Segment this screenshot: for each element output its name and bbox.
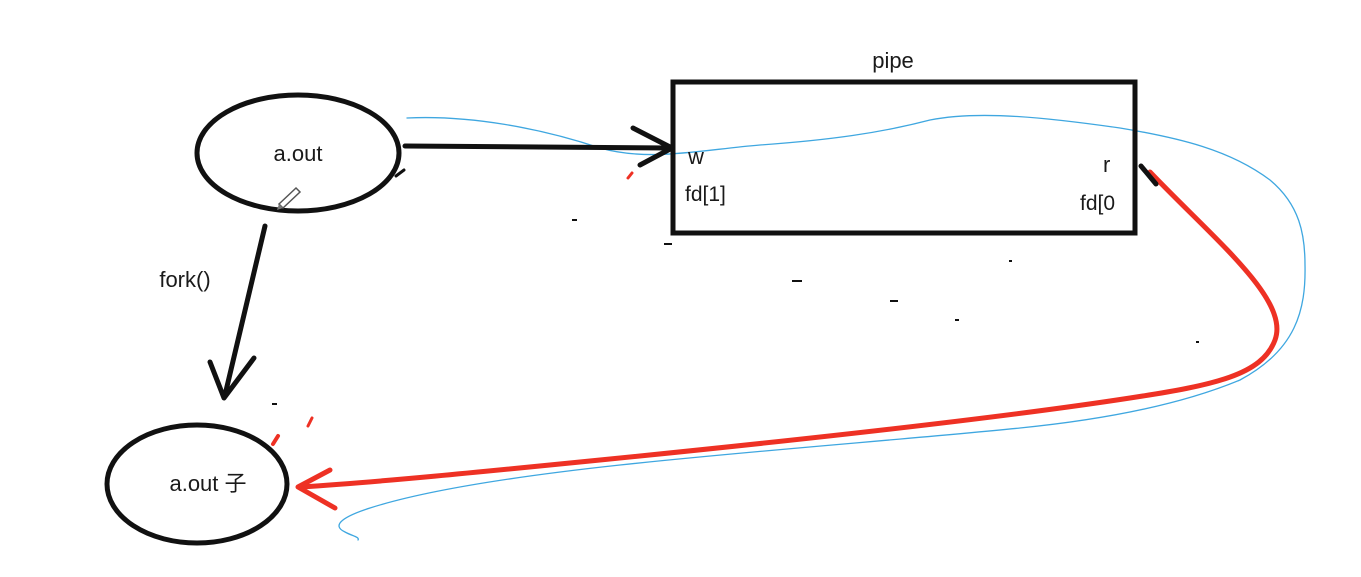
pipe-read-end-label: r xyxy=(1103,152,1110,177)
stray-mark xyxy=(394,168,406,178)
child-process-label: a.out 子 xyxy=(169,471,246,496)
pipe-box xyxy=(670,79,1138,236)
red-accent-mark xyxy=(306,416,314,428)
read-arrow xyxy=(295,163,1280,511)
fork-edge-label: fork() xyxy=(159,267,210,292)
pencil-cursor-icon xyxy=(277,186,302,210)
pipe-read-fd-label: fd[0 xyxy=(1080,192,1115,215)
red-accent-mark xyxy=(271,434,280,446)
pipe-title: pipe xyxy=(872,48,914,73)
fork-arrow xyxy=(207,223,268,401)
stray-dots xyxy=(272,219,1199,405)
blue-flow-line xyxy=(338,114,1306,541)
child-process-node xyxy=(104,422,290,546)
parent-process-node xyxy=(194,92,402,214)
pipe-write-fd-label: fd[1] xyxy=(685,183,726,206)
write-arrow xyxy=(402,125,675,168)
pipe-write-end-label: w xyxy=(687,144,704,169)
parent-process-label: a.out xyxy=(274,141,323,166)
red-accent-mark xyxy=(626,171,634,180)
